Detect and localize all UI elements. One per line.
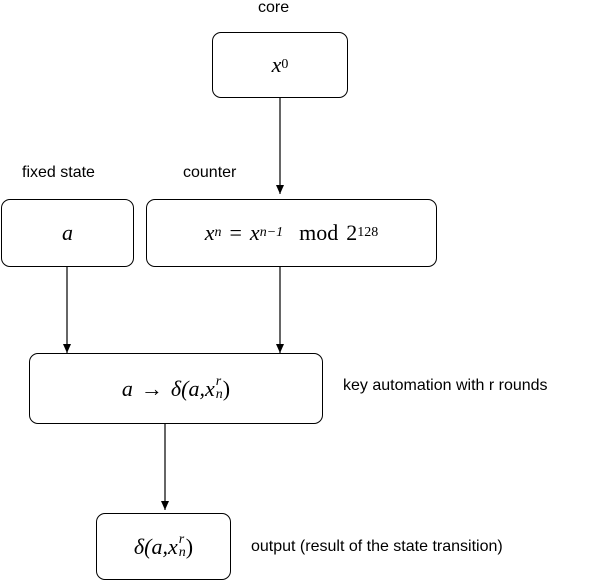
output-delta: δ bbox=[133, 533, 145, 559]
counter-rhs-base: x bbox=[249, 220, 260, 245]
label-output: output (result of the state transition) bbox=[251, 538, 503, 555]
output-x: x bbox=[167, 533, 178, 559]
output-sup: r bbox=[178, 531, 185, 547]
counter-two: 2 bbox=[346, 220, 358, 245]
output-sub: n bbox=[178, 544, 186, 560]
label-fixed-state: fixed state bbox=[22, 164, 95, 181]
x0-base: x bbox=[271, 52, 282, 77]
counter-equals: = bbox=[229, 220, 242, 245]
output-open: (a, bbox=[144, 533, 168, 559]
label-core: core bbox=[258, 0, 290, 16]
automation-close: ) bbox=[222, 375, 231, 401]
counter-lhs-base: x bbox=[204, 220, 215, 245]
automation-open: (a, bbox=[181, 375, 205, 401]
a-symbol: a bbox=[62, 220, 73, 245]
automation-arrow: → bbox=[140, 375, 163, 401]
counter-rhs-sub: n−1 bbox=[259, 225, 284, 240]
automation-sup: r bbox=[215, 373, 222, 389]
automation-x: x bbox=[204, 375, 215, 401]
counter-mod: mod bbox=[299, 220, 339, 245]
output-close: ) bbox=[185, 533, 194, 559]
counter-exponent: 128 bbox=[357, 225, 379, 240]
automation-a: a bbox=[121, 375, 133, 401]
automation-delta: δ bbox=[170, 375, 182, 401]
x0-subscript: 0 bbox=[281, 57, 289, 72]
automation-sub: n bbox=[215, 386, 223, 402]
node-fixed-state-a: a bbox=[1, 199, 134, 267]
label-key-automation: key automation with r rounds bbox=[343, 377, 548, 394]
counter-lhs-sub: n bbox=[214, 225, 222, 240]
label-counter: counter bbox=[183, 164, 237, 181]
